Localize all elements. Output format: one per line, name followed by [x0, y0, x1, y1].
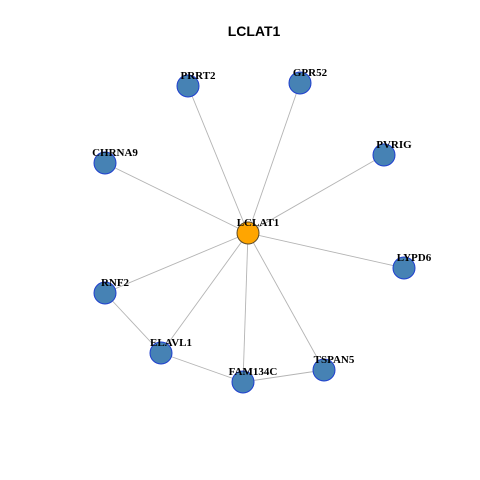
node-label-tspan5: TSPAN5	[314, 354, 355, 366]
nodes-layer	[93, 71, 416, 394]
node-label-fam134c: FAM134C	[229, 366, 278, 378]
edge-lclat1-rnf2	[104, 232, 249, 294]
edge-lclat1-chrna9	[104, 162, 249, 234]
edge-lclat1-pvrig	[247, 154, 385, 234]
node-label-prrt2: PRRT2	[180, 70, 216, 82]
node-lypd6	[392, 256, 416, 280]
edge-rnf2-elavl1	[104, 292, 162, 354]
edge-elavl1-fam134c	[160, 352, 244, 383]
node-tspan5	[312, 358, 336, 382]
node-label-pvrig: PVRIG	[376, 139, 412, 151]
edge-lclat1-lypd6	[247, 232, 405, 269]
node-elavl1	[149, 341, 173, 365]
node-label-chrna9: CHRNA9	[92, 147, 138, 159]
node-rnf2	[93, 281, 117, 305]
node-fam134c	[231, 370, 255, 394]
node-lclat1	[236, 221, 260, 245]
node-label-elavl1: ELAVL1	[150, 337, 192, 349]
node-label-rnf2: RNF2	[101, 277, 130, 289]
node-label-gpr52: GPR52	[293, 67, 328, 79]
edge-fam134c-tspan5	[242, 369, 325, 383]
edge-lclat1-gpr52	[247, 82, 301, 234]
edge-lclat1-fam134c	[242, 232, 249, 383]
node-chrna9	[93, 151, 117, 175]
node-gpr52	[288, 71, 312, 95]
edges-layer	[104, 82, 405, 383]
node-pvrig	[372, 143, 396, 167]
edge-lclat1-tspan5	[247, 232, 325, 371]
edge-lclat1-prrt2	[187, 85, 249, 234]
node-label-lypd6: LYPD6	[397, 252, 432, 264]
node-prrt2	[176, 74, 200, 98]
edge-lclat1-elavl1	[160, 232, 249, 354]
node-label-lclat1: LCLAT1	[237, 217, 280, 229]
diagram-title: LCLAT1	[228, 23, 281, 39]
